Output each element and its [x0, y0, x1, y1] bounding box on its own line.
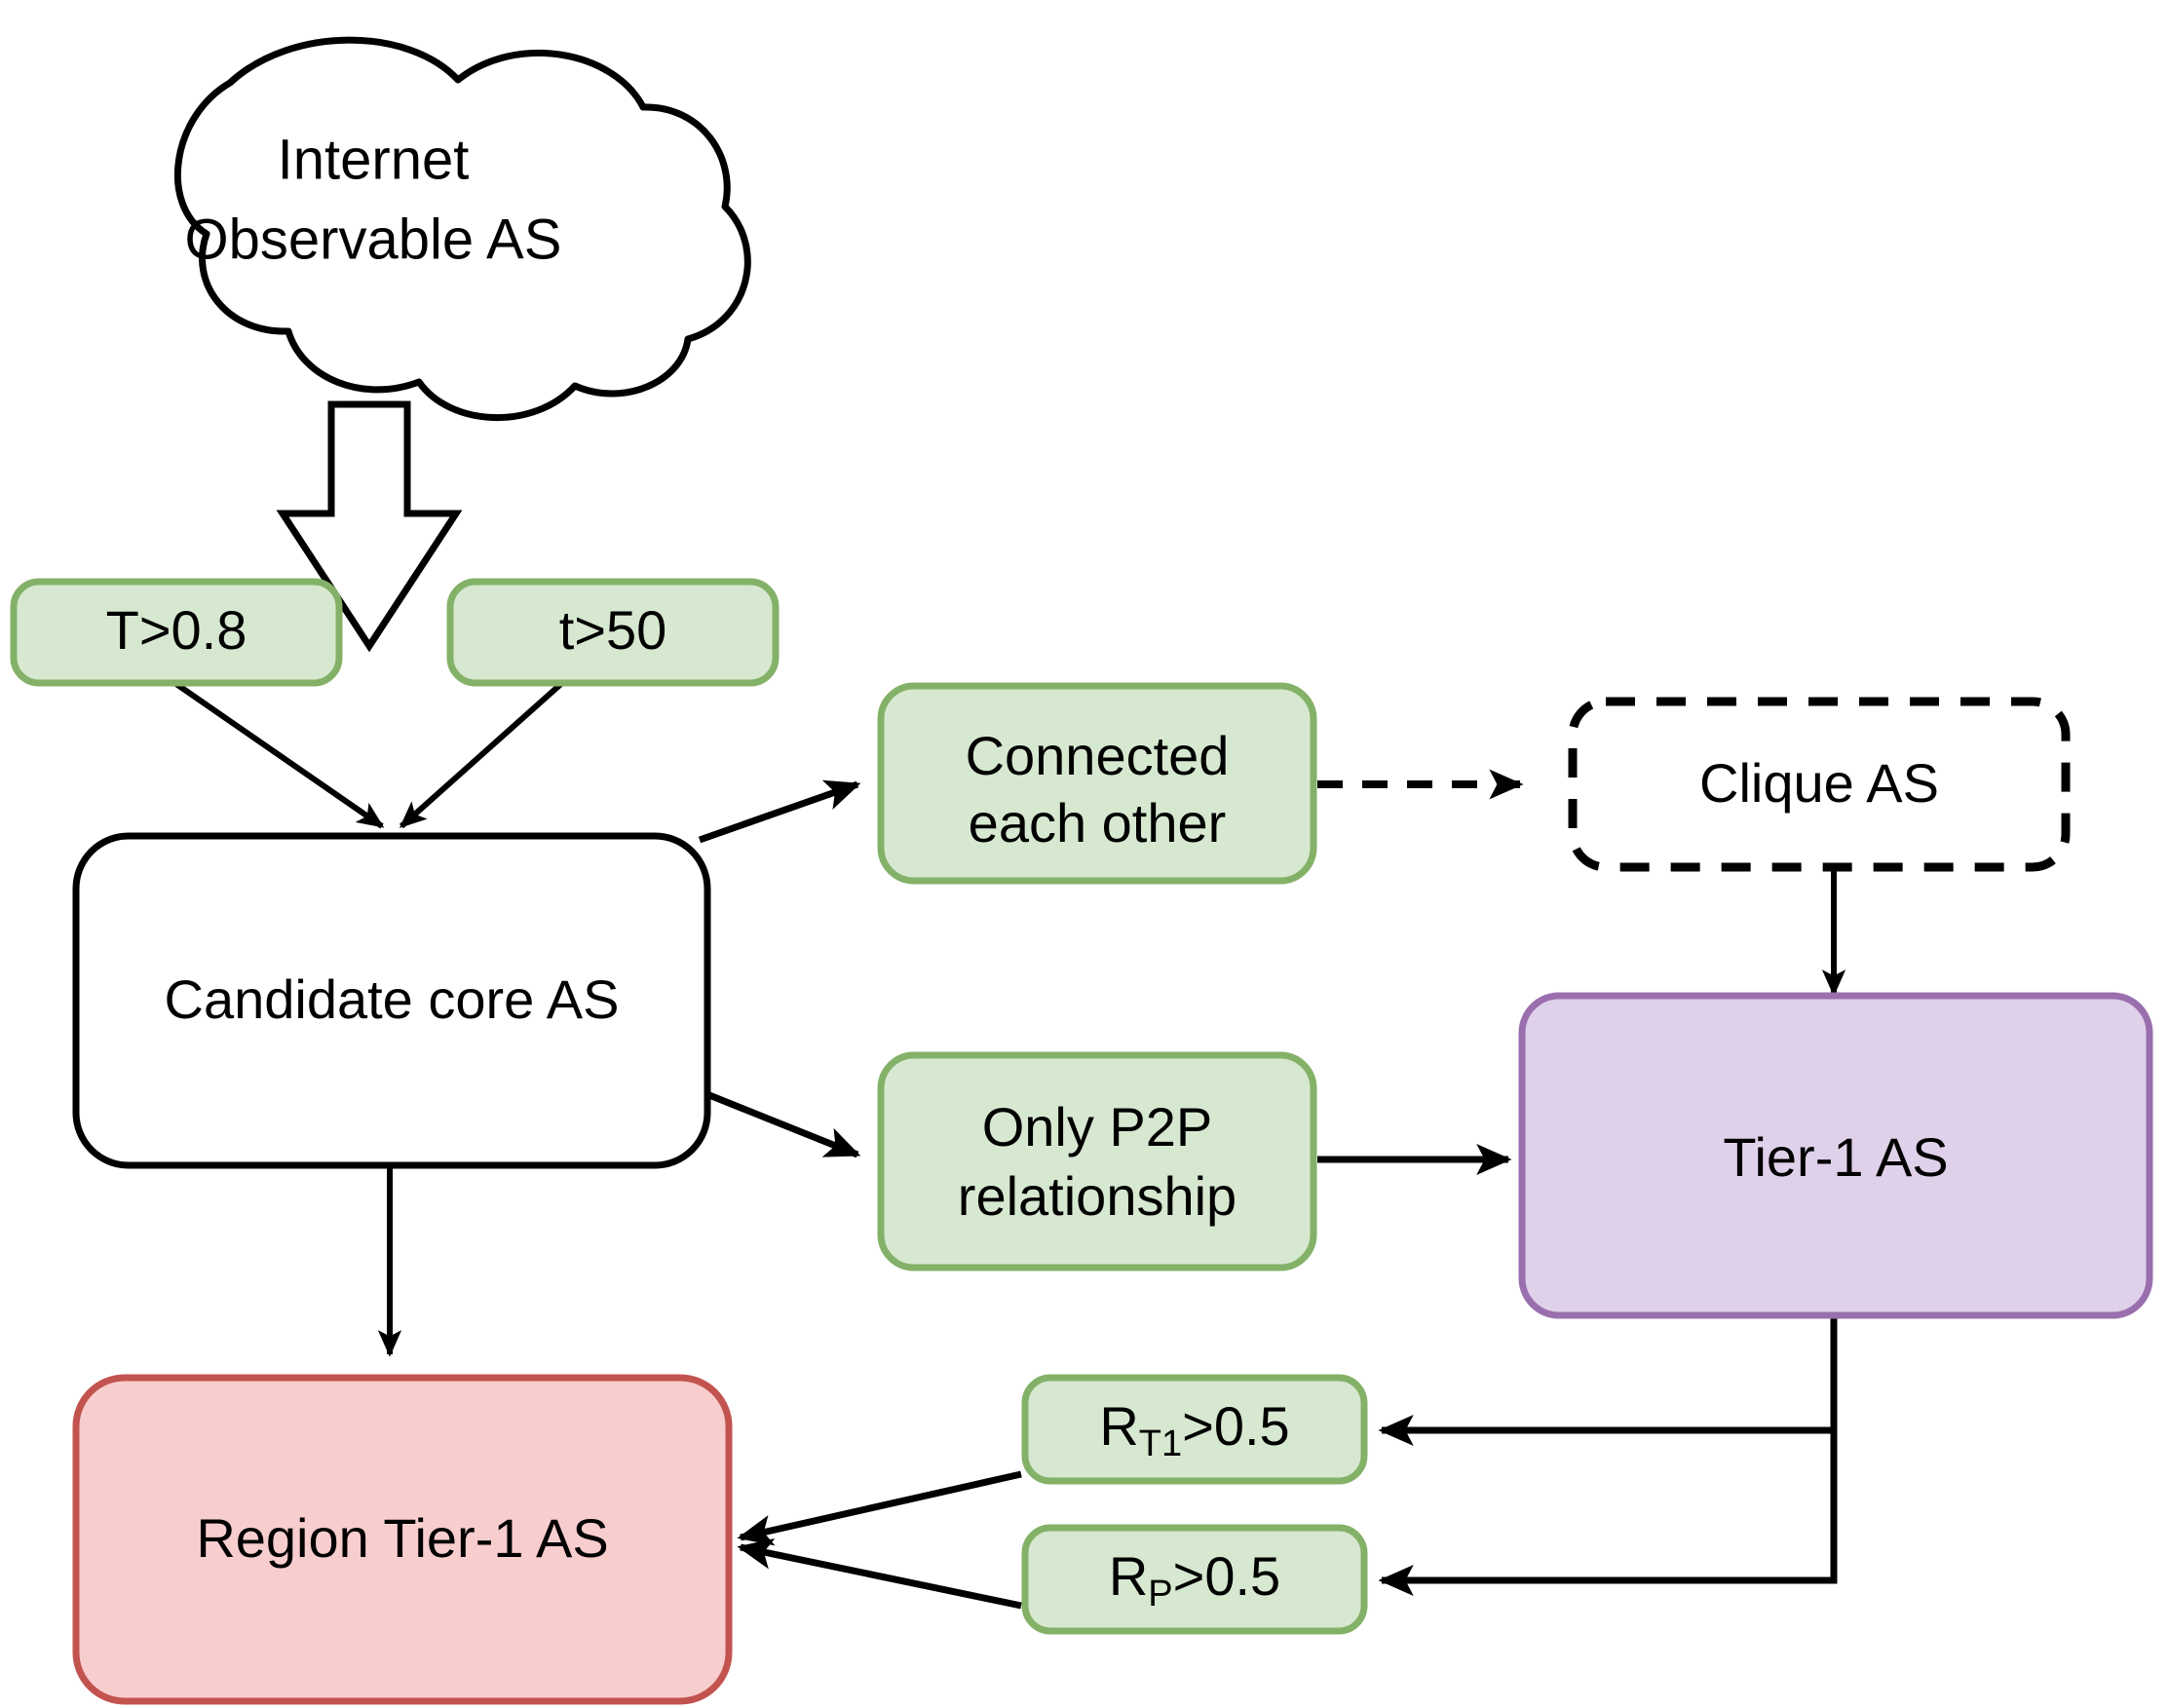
region-tier1-as-label: Region Tier-1 AS [196, 1507, 608, 1569]
node-candidate-core-as[interactable]: Candidate core AS [72, 832, 711, 1169]
tier1-as-box [1518, 992, 2153, 1319]
candidate-core-as-label: Candidate core AS [165, 968, 620, 1030]
cond-t-small-box [446, 578, 780, 687]
connected-each-other-label-line2: each other [969, 792, 1227, 854]
node-cond-t-small[interactable]: t>50 [446, 578, 780, 687]
cond-rt1-subscript: T1 [1139, 1423, 1182, 1464]
cloud-label-line2: Observable AS [185, 208, 562, 271]
node-only-p2p[interactable]: Only P2P relationship [877, 1051, 1317, 1272]
cond-rp-box [1021, 1524, 1368, 1635]
edge-candidate-core-to-only-p2p [698, 1087, 861, 1158]
edge-candidate-core-to-connected-each-other [698, 779, 861, 844]
cond-rp-label: RP>0.5 [1109, 1545, 1280, 1614]
edge-cond-rt1-to-region-tier1 [737, 1470, 1022, 1546]
node-tier1-as[interactable]: Tier-1 AS [1518, 992, 2153, 1319]
cond-t-big-box [10, 578, 343, 687]
connected-each-other-box [877, 682, 1317, 885]
clique-as-box [1568, 697, 2071, 872]
cond-t-big-label: T>0.8 [106, 599, 247, 661]
connected-each-other-label-line1: Connected [966, 725, 1230, 786]
edge-layer [171, 400, 1846, 1610]
only-p2p-label-line1: Only P2P [982, 1096, 1213, 1158]
cond-rp-base: R [1109, 1545, 1148, 1607]
edge-cloud-to-candidate-core-block-arrow [276, 400, 463, 653]
cond-rt1-base: R [1099, 1395, 1138, 1457]
cond-rt1-rest: >0.5 [1182, 1395, 1290, 1457]
node-cond-rt1[interactable]: RT1>0.5 [1021, 1374, 1368, 1485]
cond-rp-rest: >0.5 [1173, 1545, 1281, 1607]
node-source-cloud[interactable]: Internet Observable AS [173, 36, 751, 422]
node-cond-t-big[interactable]: T>0.8 [10, 578, 343, 687]
cond-rt1-box [1021, 1374, 1368, 1485]
edge-cond-rp-to-region-tier1 [737, 1538, 1022, 1610]
node-cond-rp[interactable]: RP>0.5 [1021, 1524, 1368, 1635]
node-connected-each-other[interactable]: Connected each other [877, 682, 1317, 885]
edge-tgt50-to-candidate-core [399, 679, 565, 829]
tier1-as-label: Tier-1 AS [1723, 1126, 1948, 1188]
only-p2p-box [877, 1051, 1317, 1272]
clique-as-label: Clique AS [1699, 752, 1939, 814]
cond-rt1-label: RT1>0.5 [1099, 1395, 1289, 1464]
edge-tgt08-to-candidate-core [171, 679, 385, 829]
cloud-label-line1: Internet [278, 128, 470, 191]
candidate-core-as-box [72, 832, 711, 1169]
cond-t-small-label: t>50 [559, 599, 667, 661]
cond-rp-subscript: P [1148, 1574, 1172, 1614]
only-p2p-label-line2: relationship [958, 1165, 1237, 1227]
region-tier1-as-box [72, 1374, 733, 1705]
cloud-outline [173, 36, 751, 422]
node-region-tier1-as[interactable]: Region Tier-1 AS [72, 1374, 733, 1705]
edge-tier1-as-to-cond-rp [1378, 1430, 1838, 1597]
edge-tier1-as-to-cond-rt1 [1378, 1315, 1838, 1447]
node-clique-as[interactable]: Clique AS [1568, 697, 2071, 872]
